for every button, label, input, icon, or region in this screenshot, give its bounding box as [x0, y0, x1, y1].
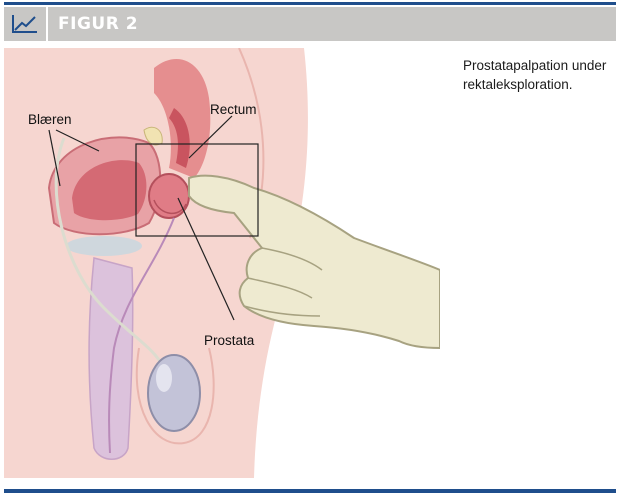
leader-rectum: [188, 115, 233, 159]
header-icon-box: [4, 7, 48, 41]
glove-knuckle-1: [261, 247, 323, 271]
glove-knuckle-2: [247, 277, 313, 299]
leader-prostate: [177, 197, 235, 321]
gloved-hand: [188, 174, 440, 350]
bottom-rule: [4, 489, 616, 493]
vas-deferens: [54, 137, 166, 369]
pubic-bone: [66, 236, 142, 256]
glove-thumb: [243, 305, 321, 317]
leader-bladder-1: [55, 129, 100, 152]
prostate-lobe: [153, 199, 187, 214]
detail-frame: [135, 143, 259, 237]
leader-bladder-2: [48, 129, 61, 187]
label-prostate: Prostata: [204, 333, 255, 348]
urethra: [108, 217, 175, 454]
figure-title: FIGUR 2: [58, 14, 139, 34]
prostate-organ: [148, 173, 190, 219]
testis-highlight: [156, 364, 172, 392]
anatomy-illustration: Blæren Rectum Prostata: [4, 48, 440, 478]
rectum-inner: [169, 108, 190, 168]
bladder-inner: [72, 160, 147, 221]
label-rectum: Rectum: [210, 102, 257, 117]
figure-header: FIGUR 2: [4, 7, 616, 41]
scrotum: [135, 347, 215, 445]
testis: [147, 354, 201, 432]
figure-caption: Prostatapalpation under rektaleksplorati…: [463, 58, 607, 92]
label-bladder: Blæren: [28, 112, 72, 127]
top-rule: [4, 2, 616, 5]
penis-shaft: [88, 257, 134, 460]
seminal-vesicle: [143, 126, 163, 146]
line-chart-icon: [12, 15, 37, 33]
